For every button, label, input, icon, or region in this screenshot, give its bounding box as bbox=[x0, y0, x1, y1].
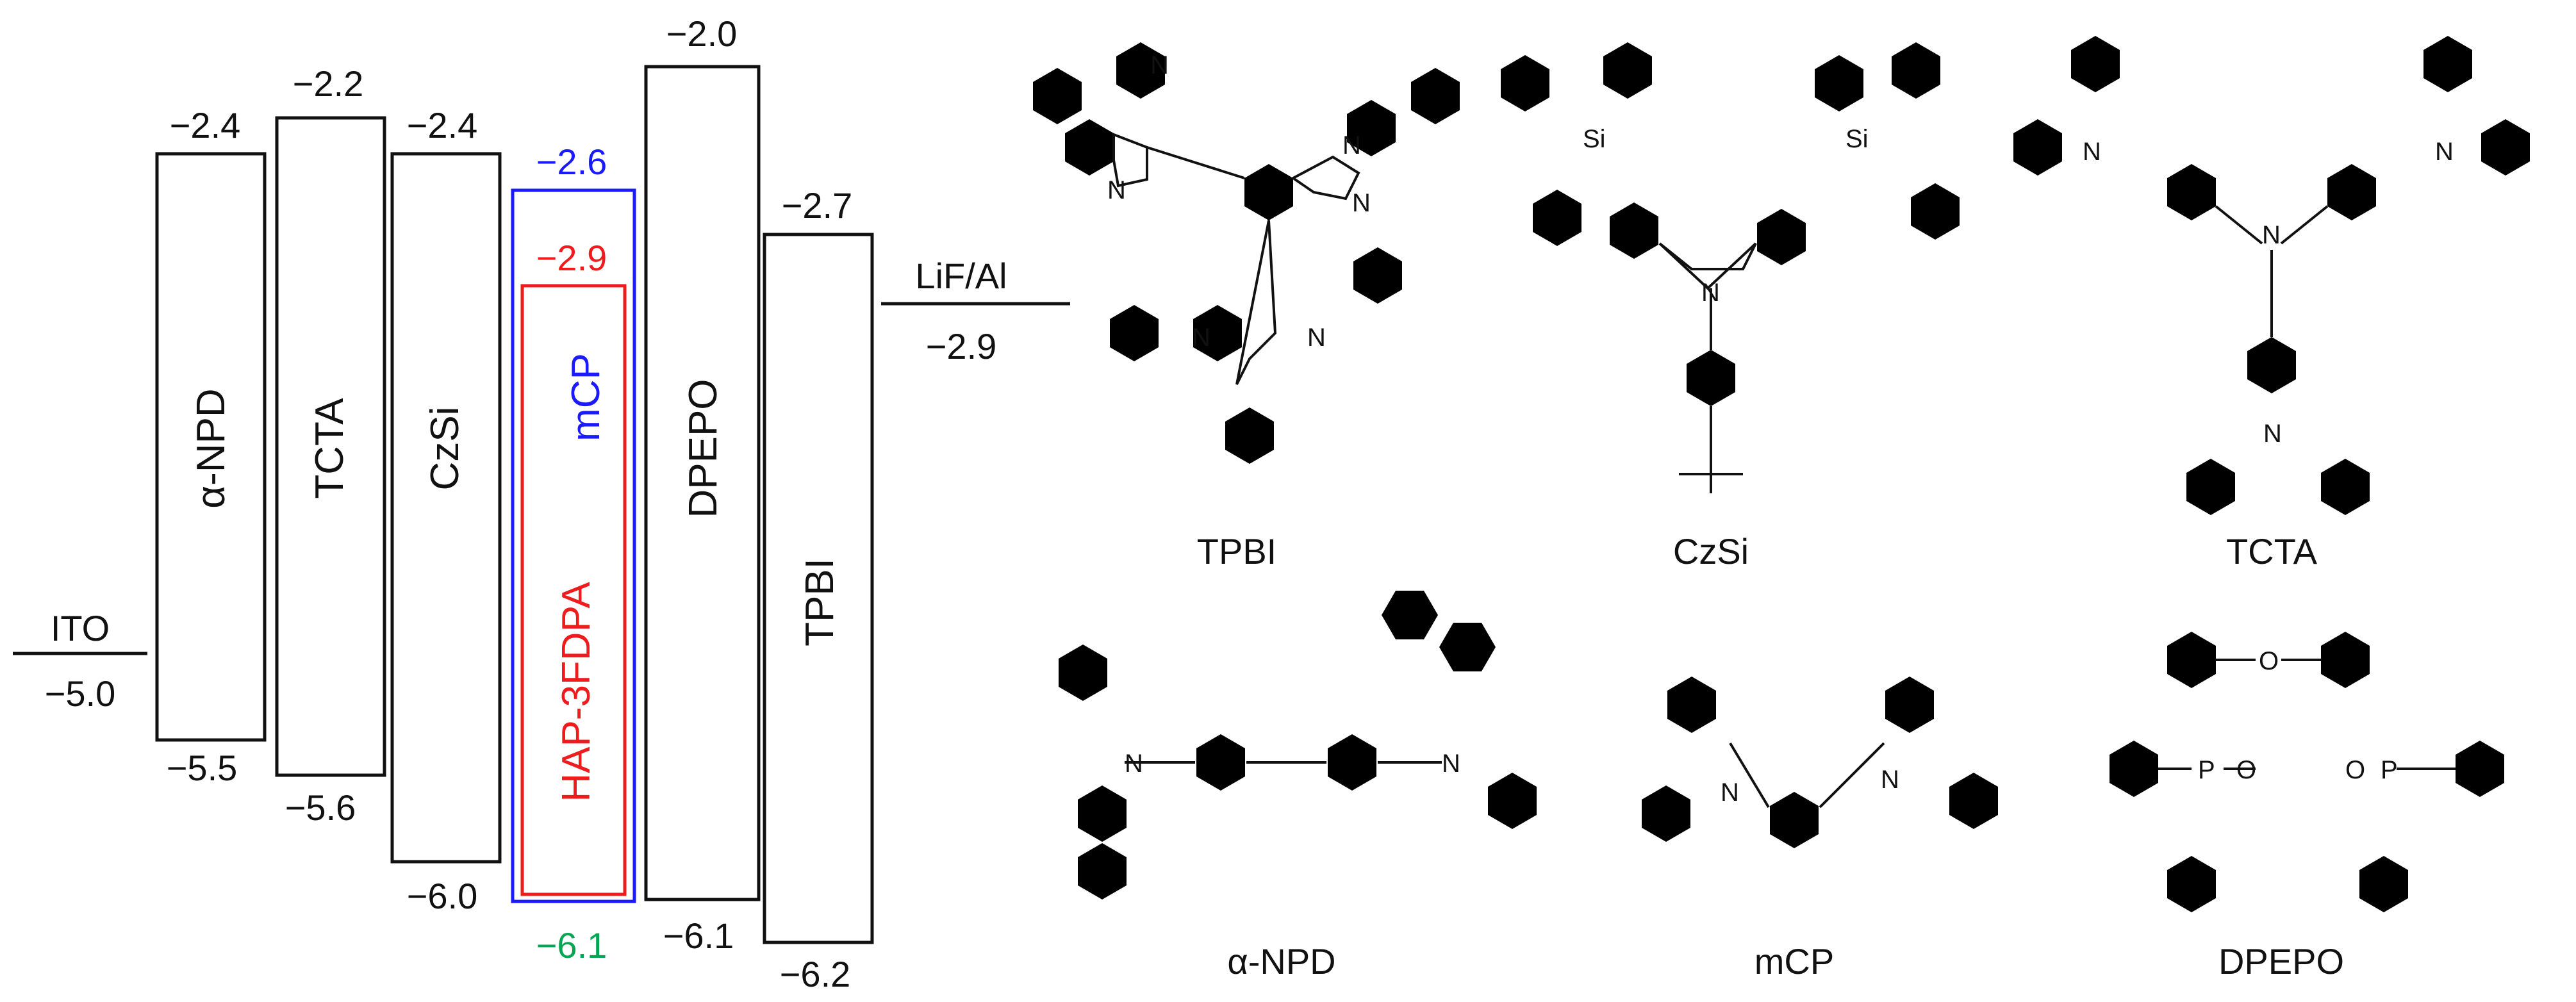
layer-box-tcta bbox=[275, 116, 386, 777]
layer-box-tpbi bbox=[763, 233, 874, 944]
dpepo-atom-o: O bbox=[2259, 647, 2279, 675]
tcta-atom-n3: N bbox=[2435, 138, 2454, 166]
tpbi-homo: −6.2 bbox=[780, 954, 851, 994]
dpepo-atom-p1: P bbox=[2198, 756, 2215, 784]
layer-box-czsi bbox=[390, 152, 502, 864]
cathode-level: −2.9 bbox=[926, 326, 997, 366]
tcta-lumo: −2.2 bbox=[293, 63, 364, 104]
layer-label-tcta: TCTA bbox=[308, 398, 352, 499]
anpd-lumo: −2.4 bbox=[170, 105, 241, 145]
layer-label-anpd: α-NPD bbox=[189, 388, 233, 508]
anpd-atom-n1: N bbox=[1125, 750, 1143, 778]
tpbi-atom-n3: N bbox=[1342, 131, 1361, 160]
dpepo-atom-o2: O bbox=[2345, 756, 2365, 784]
mol-name-czsi: CzSi bbox=[1673, 531, 1749, 571]
layer-box-mcp bbox=[511, 188, 636, 903]
dpepo-atom-o1: O bbox=[2236, 756, 2256, 784]
layer-label-mcp: mCP bbox=[564, 353, 608, 441]
tpbi-lumo: −2.7 bbox=[782, 185, 853, 226]
czsi-structure bbox=[1501, 42, 1960, 493]
layer-box-anpd bbox=[155, 152, 267, 742]
anpd-homo: −5.5 bbox=[167, 748, 238, 788]
czsi-homo: −6.0 bbox=[407, 876, 478, 916]
cathode-label: LiF/Al bbox=[915, 256, 1007, 296]
tpbi-atom-n2: N bbox=[1107, 176, 1126, 204]
tcta-atom-n4: N bbox=[2263, 420, 2282, 448]
layer-label-tpbi: TPBI bbox=[798, 558, 842, 646]
layer-label-dpepo: DPEPO bbox=[681, 379, 725, 518]
mcp-atom-n1: N bbox=[1721, 778, 1739, 807]
dpepo-lumo: −2.0 bbox=[666, 13, 738, 54]
layer-label-emitter: HAP-3FDPA bbox=[554, 582, 599, 802]
czsi-atom-si1: Si bbox=[1583, 125, 1606, 153]
mol-name-tcta: TCTA bbox=[2226, 531, 2318, 571]
ito-label: ITO bbox=[51, 608, 110, 648]
dpepo-atom-p2: P bbox=[2381, 756, 2398, 784]
layer-label-czsi: CzSi bbox=[423, 407, 467, 491]
ito-level: −5.0 bbox=[45, 673, 116, 714]
mol-name-dpepo: DPEPO bbox=[2218, 941, 2344, 981]
anpd-structure bbox=[1059, 591, 1537, 899]
tcta-homo: −5.6 bbox=[285, 787, 356, 828]
mol-name-tpbi: TPBI bbox=[1197, 531, 1276, 571]
mcp-atom-n2: N bbox=[1881, 766, 1899, 794]
mcp-structure bbox=[1642, 677, 1998, 848]
czsi-atom-si2: Si bbox=[1845, 125, 1869, 153]
czsi-atom-n: N bbox=[1701, 279, 1720, 307]
tcta-atom-n2: N bbox=[2262, 221, 2281, 249]
tpbi-structure bbox=[1033, 42, 1460, 464]
layer-box-dpepo bbox=[644, 65, 761, 901]
mcp-lumo: −2.6 bbox=[536, 142, 607, 182]
mcp-homo: −6.1 bbox=[536, 925, 607, 965]
emitter-lumo: −2.9 bbox=[536, 238, 607, 278]
dpepo-homo: −6.1 bbox=[663, 916, 734, 956]
tpbi-atom-n1: N bbox=[1150, 51, 1169, 79]
mol-name-mcp: mCP bbox=[1754, 941, 1834, 981]
tcta-atom-n1: N bbox=[2083, 138, 2101, 166]
tpbi-atom-n4: N bbox=[1352, 189, 1371, 217]
layer-box-emitter bbox=[520, 284, 627, 896]
mol-name-anpd: α-NPD bbox=[1227, 941, 1335, 981]
czsi-lumo: −2.4 bbox=[407, 105, 478, 145]
tcta-structure bbox=[2013, 36, 2530, 515]
anpd-atom-n2: N bbox=[1442, 750, 1460, 778]
tpbi-atom-n6: N bbox=[1307, 324, 1326, 352]
dpepo-structure bbox=[2110, 632, 2504, 912]
tpbi-atom-n5: N bbox=[1192, 324, 1210, 352]
